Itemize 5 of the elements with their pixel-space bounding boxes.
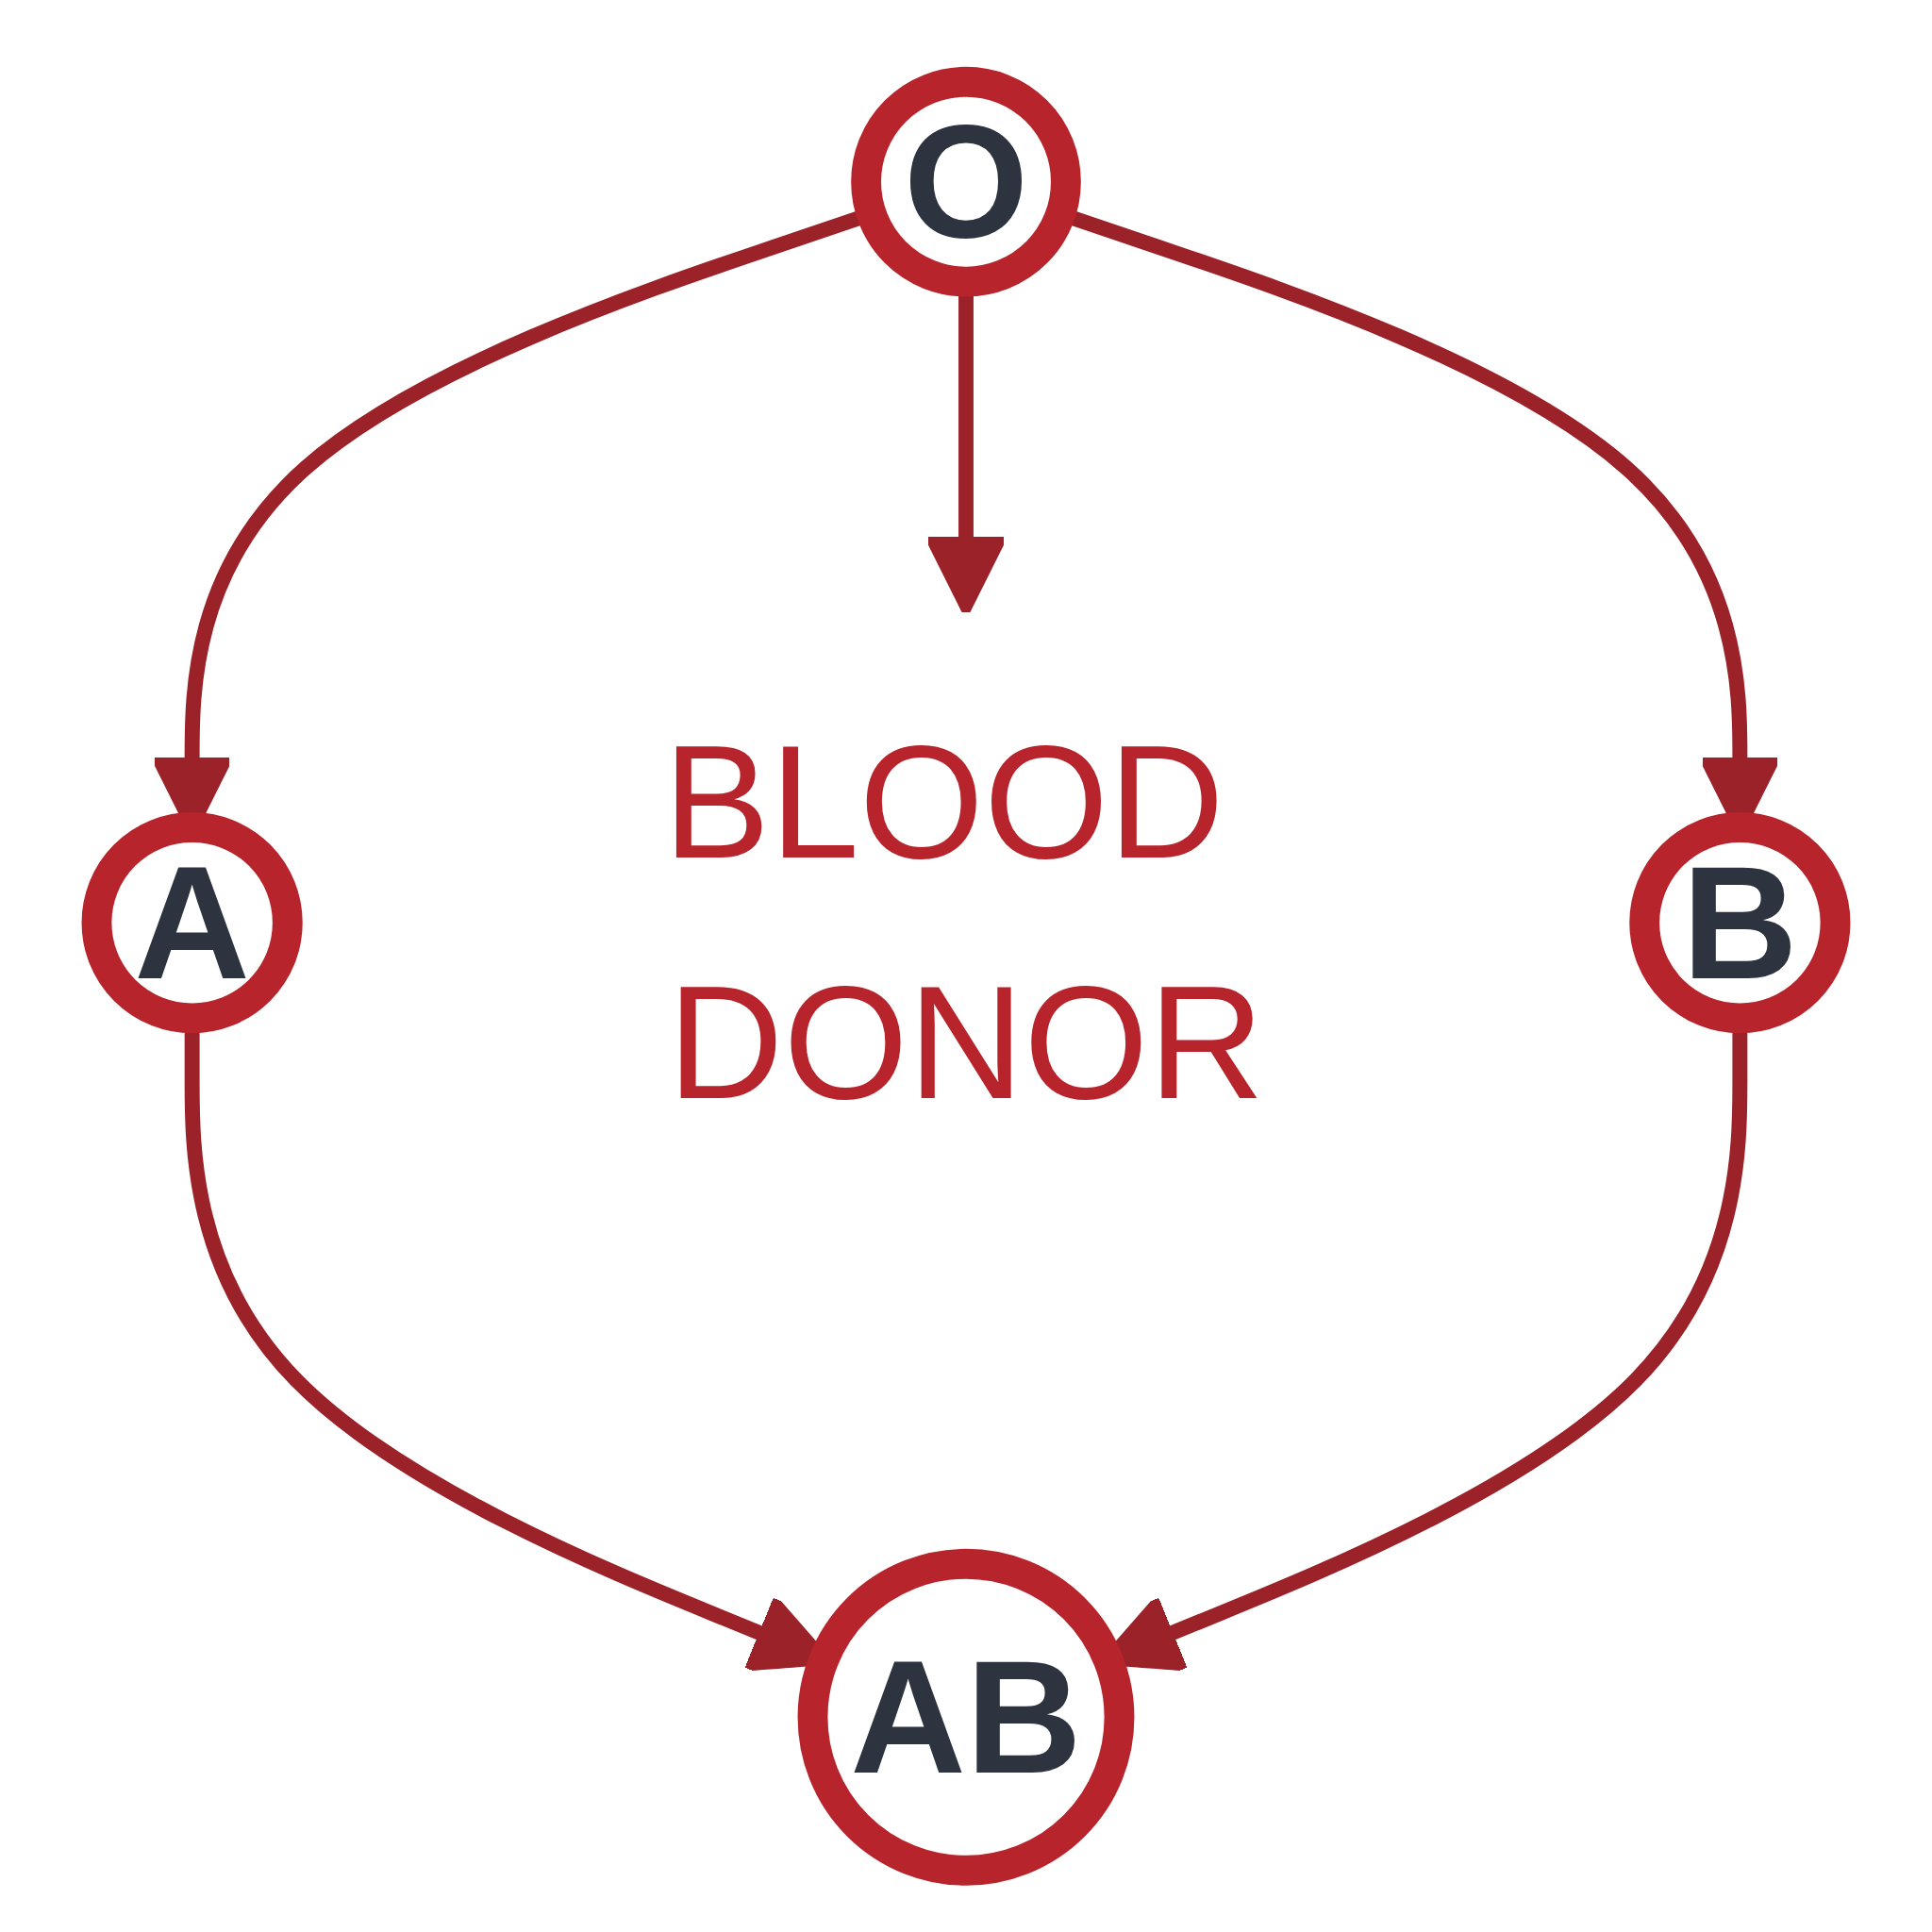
node-circle: A <box>81 812 303 1034</box>
node-circle: O <box>851 66 1081 297</box>
node-text: BLOOD DONOR <box>663 712 1265 1134</box>
node-circle: AB <box>797 1548 1135 1886</box>
node-circle: B <box>1629 812 1851 1034</box>
